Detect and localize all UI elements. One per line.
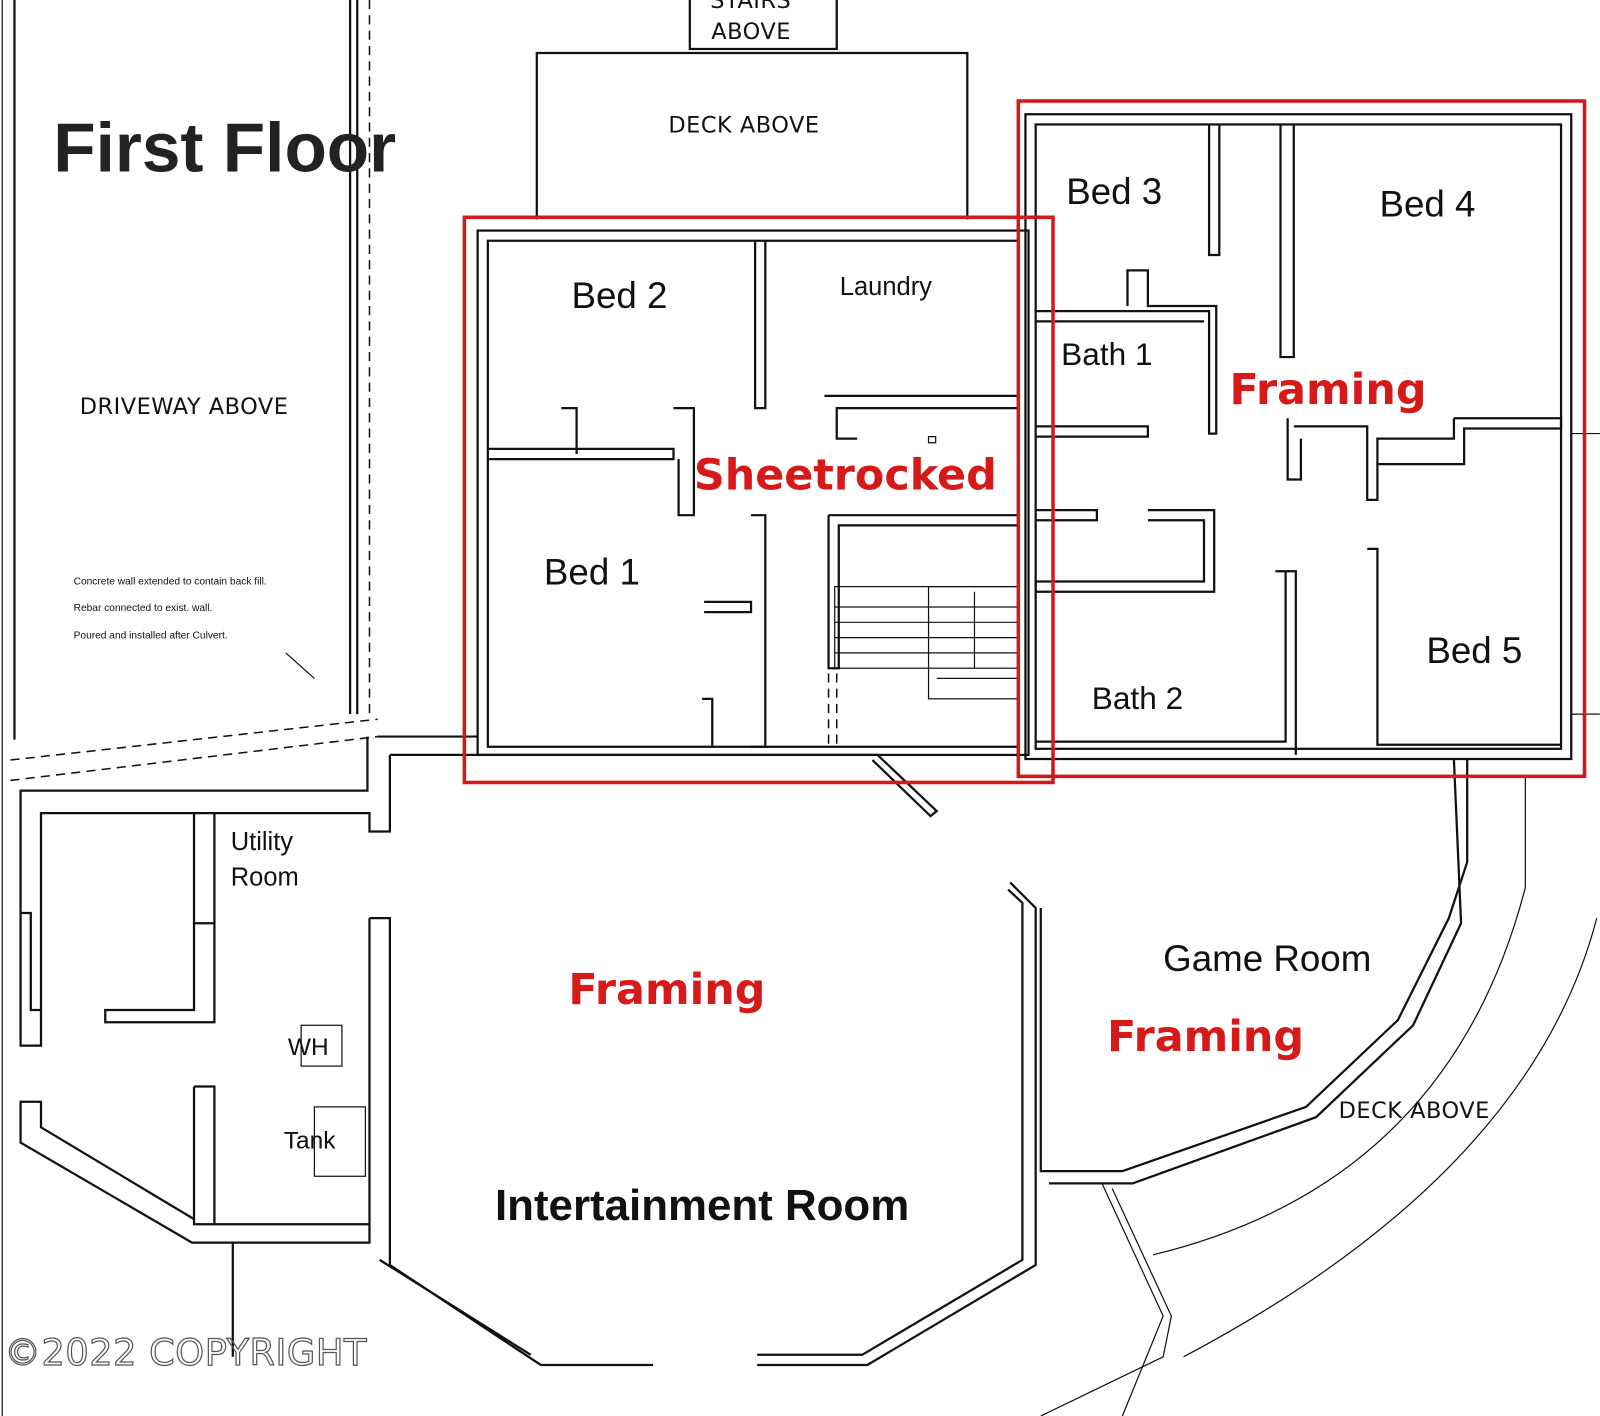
deck-above-label: DECK ABOVE: [668, 113, 819, 139]
deck-above-top: [535, 0, 969, 220]
right-wing-walls: [1024, 113, 1573, 761]
central-wing-walls: [476, 229, 1030, 818]
status-framing-game: Framing: [1107, 1012, 1304, 1062]
room-bed-2: Bed 2: [571, 275, 667, 316]
room-bath-1: Bath 1: [1061, 336, 1152, 372]
framing-zone-outline: [1016, 99, 1587, 779]
page-title: First Floor: [53, 108, 396, 186]
deck-above-right-label: DECK ABOVE: [1339, 1098, 1490, 1124]
sheetrocked-zone-outline: [462, 215, 1055, 785]
lower-walls: [19, 432, 1600, 1416]
tank-label: Tank: [284, 1128, 336, 1155]
driveway-above-label: DRIVEWAY ABOVE: [80, 394, 289, 420]
room-bed-3: Bed 3: [1066, 171, 1162, 212]
room-laundry: Laundry: [840, 273, 932, 301]
room-game-room: Game Room: [1163, 938, 1371, 979]
status-sheetrocked: Sheetrocked: [694, 451, 997, 501]
room-utility-1: Utility: [231, 828, 294, 856]
note-3: Poured and installed after Culvert.: [74, 631, 228, 642]
status-framing-entertainment: Framing: [568, 965, 765, 1015]
room-bath-2: Bath 2: [1092, 680, 1183, 716]
stairs-above-label: STAIRS: [710, 0, 791, 14]
status-framing-bedrooms: Framing: [1229, 365, 1426, 415]
copyright-watermark: ©2022 COPYRIGHT: [4, 1331, 367, 1374]
room-utility-2: Room: [231, 864, 299, 892]
room-bed-5: Bed 5: [1426, 630, 1522, 671]
room-bed-1: Bed 1: [544, 552, 640, 593]
driveway-area: [1, 0, 378, 1416]
water-heater-label: WH: [288, 1034, 329, 1061]
room-bed-4: Bed 4: [1379, 183, 1475, 224]
stairs-above-label-2: ABOVE: [711, 19, 791, 45]
room-entertainment: Intertainment Room: [495, 1181, 909, 1230]
note-1: Concrete wall extended to contain back f…: [74, 577, 267, 588]
note-2: Rebar connected to exist. wall.: [74, 603, 213, 614]
staircase: [834, 585, 1019, 700]
